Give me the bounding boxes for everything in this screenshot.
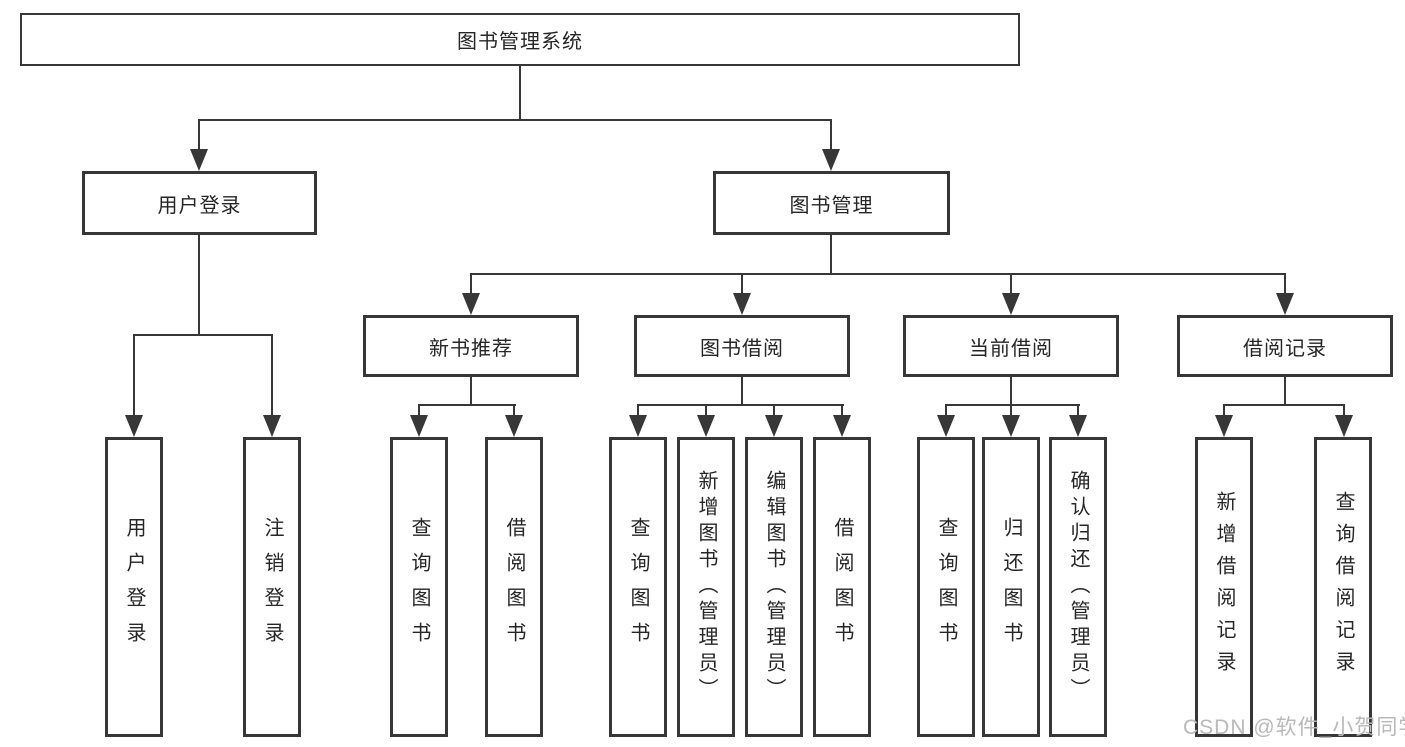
- arrowhead-leaf-logout: [263, 415, 281, 437]
- arrowhead-new-book: [462, 293, 480, 315]
- arrowhead-leaf-login: [125, 415, 143, 437]
- node-book-borrow-label: 图书借阅: [700, 337, 784, 360]
- connector-drop-leaf-login: [133, 334, 135, 417]
- arrowhead-book-management: [822, 149, 840, 171]
- arrowhead-g1-borrow: [505, 415, 523, 437]
- leaf-borrow-books: 借阅图书: [813, 437, 871, 737]
- connector-drop-g2-borrow: [841, 404, 843, 418]
- leaf-confirm-return-admin: 确认归还（管理员）: [1049, 437, 1107, 737]
- connector-group3-stem: [1010, 377, 1012, 406]
- leaf-user-login: 用户登录: [105, 437, 163, 737]
- leaf-confirm-return-admin-label: 确认归还（管理员）: [1067, 470, 1089, 704]
- connector-group1-stem: [470, 377, 472, 406]
- leaf-logout-label: 注销登录: [261, 517, 283, 657]
- leaf-query-books-borrow: 查询图书: [609, 437, 667, 737]
- connector-user-login-stem: [198, 235, 200, 335]
- arrowhead-current-borrow: [1002, 293, 1020, 315]
- leaf-borrow-books-recommend: 借阅图书: [485, 437, 543, 737]
- leaf-query-books-current-label: 查询图书: [935, 517, 957, 657]
- leaf-borrow-books-recommend-label: 借阅图书: [503, 517, 525, 657]
- node-book-borrow: 图书借阅: [634, 315, 850, 377]
- connector-root-stem: [519, 66, 521, 120]
- connector-group1-rail: [418, 404, 516, 406]
- leaf-query-books-borrow-label: 查询图书: [627, 517, 649, 657]
- connector-group2-stem: [741, 377, 743, 406]
- connector-drop-book-borrow: [741, 273, 743, 295]
- arrowhead-g3-confirm: [1069, 415, 1087, 437]
- connector-book-management-stem: [830, 235, 832, 275]
- node-borrow-records: 借阅记录: [1177, 315, 1393, 377]
- connector-group4-rail: [1223, 404, 1345, 406]
- node-current-borrow-label: 当前借阅: [969, 337, 1053, 360]
- connector-group4-stem: [1284, 377, 1286, 406]
- leaf-add-book-admin-label: 新增图书（管理员）: [695, 470, 717, 704]
- leaf-borrow-books-label: 借阅图书: [831, 517, 853, 657]
- connector-drop-g3-return: [1010, 404, 1012, 418]
- connector-drop-g2-query: [637, 404, 639, 418]
- connector-drop-new-book: [470, 273, 472, 295]
- node-root-label: 图书管理系统: [457, 31, 583, 53]
- leaf-query-borrow-record: 查询借阅记录: [1314, 437, 1372, 737]
- leaf-edit-book-admin: 编辑图书（管理员）: [745, 437, 803, 737]
- node-new-book-recommend-label: 新书推荐: [429, 337, 513, 360]
- connector-drop-g4-query: [1343, 404, 1345, 418]
- connector-drop-g1-query: [418, 404, 420, 418]
- connector-level3-rail: [470, 273, 1286, 275]
- connector-group2-rail: [637, 404, 844, 406]
- connector-drop-book-management: [830, 119, 832, 153]
- arrowhead-g3-return: [1002, 415, 1020, 437]
- connector-drop-leaf-logout: [271, 334, 273, 417]
- connector-drop-borrow-records: [1284, 273, 1286, 295]
- arrowhead-g1-query: [410, 415, 428, 437]
- connector-drop-g2-add: [705, 404, 707, 418]
- leaf-logout: 注销登录: [243, 437, 301, 737]
- node-user-login-label: 用户登录: [157, 194, 242, 217]
- leaf-query-books-current: 查询图书: [917, 437, 975, 737]
- leaf-add-book-admin: 新增图书（管理员）: [677, 437, 735, 737]
- connector-drop-g4-add: [1223, 404, 1225, 418]
- leaf-return-book-label: 归还图书: [1000, 517, 1022, 657]
- leaf-query-books-recommend: 查询图书: [390, 437, 448, 737]
- connector-user-login-rail: [133, 334, 273, 336]
- arrowhead-g2-borrow: [833, 415, 851, 437]
- leaf-add-borrow-record: 新增借阅记录: [1195, 437, 1253, 737]
- connector-drop-g3-confirm: [1077, 404, 1079, 418]
- node-new-book-recommend: 新书推荐: [363, 315, 579, 377]
- node-user-login: 用户登录: [82, 171, 317, 235]
- arrowhead-g3-query: [937, 415, 955, 437]
- leaf-return-book: 归还图书: [982, 437, 1040, 737]
- arrowhead-g2-edit: [765, 415, 783, 437]
- arrowhead-g2-query: [629, 415, 647, 437]
- node-book-management: 图书管理: [713, 171, 950, 235]
- arrowhead-borrow-records: [1276, 293, 1294, 315]
- connector-level2-rail: [198, 119, 832, 121]
- arrowhead-g2-add: [697, 415, 715, 437]
- node-book-management-label: 图书管理: [789, 194, 874, 217]
- connector-drop-user-login: [198, 119, 200, 153]
- connector-group3-rail: [945, 404, 1080, 406]
- connector-drop-g2-edit: [773, 404, 775, 418]
- arrowhead-g4-query: [1335, 415, 1353, 437]
- csdn-watermark: CSDN @软件_小贺同学: [1183, 716, 1405, 739]
- node-borrow-records-label: 借阅记录: [1243, 337, 1327, 360]
- arrowhead-g4-add: [1215, 415, 1233, 437]
- leaf-user-login-label: 用户登录: [123, 517, 145, 657]
- node-root-system: 图书管理系统: [20, 13, 1020, 66]
- leaf-edit-book-admin-label: 编辑图书（管理员）: [763, 470, 785, 704]
- leaf-query-borrow-record-label: 查询借阅记录: [1332, 491, 1354, 683]
- arrowhead-book-borrow: [733, 293, 751, 315]
- connector-drop-g1-borrow: [513, 404, 515, 418]
- connector-drop-current-borrow: [1010, 273, 1012, 295]
- leaf-add-borrow-record-label: 新增借阅记录: [1213, 491, 1235, 683]
- connector-drop-g3-query: [945, 404, 947, 418]
- node-current-borrow: 当前借阅: [903, 315, 1119, 377]
- arrowhead-user-login: [190, 149, 208, 171]
- leaf-query-books-recommend-label: 查询图书: [408, 517, 430, 657]
